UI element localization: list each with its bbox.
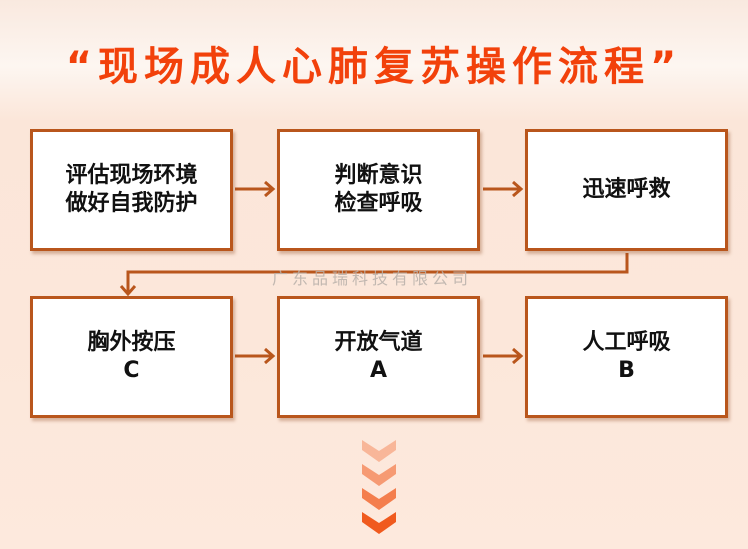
page-title: “现场成人心肺复苏操作流程” [65, 44, 683, 90]
step-line1: 胸外按压 [87, 330, 176, 355]
arrow-4-5 [235, 347, 276, 365]
step-breathing: 人工呼吸 B [525, 296, 728, 418]
step-check-consciousness: 判断意识 检查呼吸 [277, 129, 480, 251]
step-compressions: 胸外按压 C [30, 296, 233, 418]
step-line1: 人工呼吸 [582, 330, 671, 355]
arrow-2-3 [483, 180, 524, 198]
step-line1: 迅速呼救 [582, 177, 671, 202]
step-line2: 做好自我防护 [65, 191, 198, 216]
step-line2: B [618, 358, 635, 383]
step-line1: 判断意识 [334, 163, 423, 188]
chevron-icon [362, 488, 396, 510]
step-line2: 检查呼吸 [334, 191, 423, 216]
arrow-5-6 [483, 347, 524, 365]
step-airway: 开放气道 A [277, 296, 480, 418]
chevron-icon [362, 440, 396, 462]
step-line1: 评估现场环境 [65, 163, 198, 188]
arrow-3-4 [119, 253, 629, 297]
step-call-help: 迅速呼救 [525, 129, 728, 251]
chevron-icon [362, 512, 396, 534]
step-line2: C [123, 358, 140, 383]
watermark: 广东品瑞科技有限公司 [272, 269, 473, 288]
step-line1: 开放气道 [334, 330, 423, 355]
chevron-icon [362, 464, 396, 486]
step-assess-scene: 评估现场环境 做好自我防护 [30, 129, 233, 251]
down-chevrons-icon [362, 440, 396, 534]
arrow-1-2 [235, 180, 276, 198]
step-line2: A [369, 358, 388, 383]
